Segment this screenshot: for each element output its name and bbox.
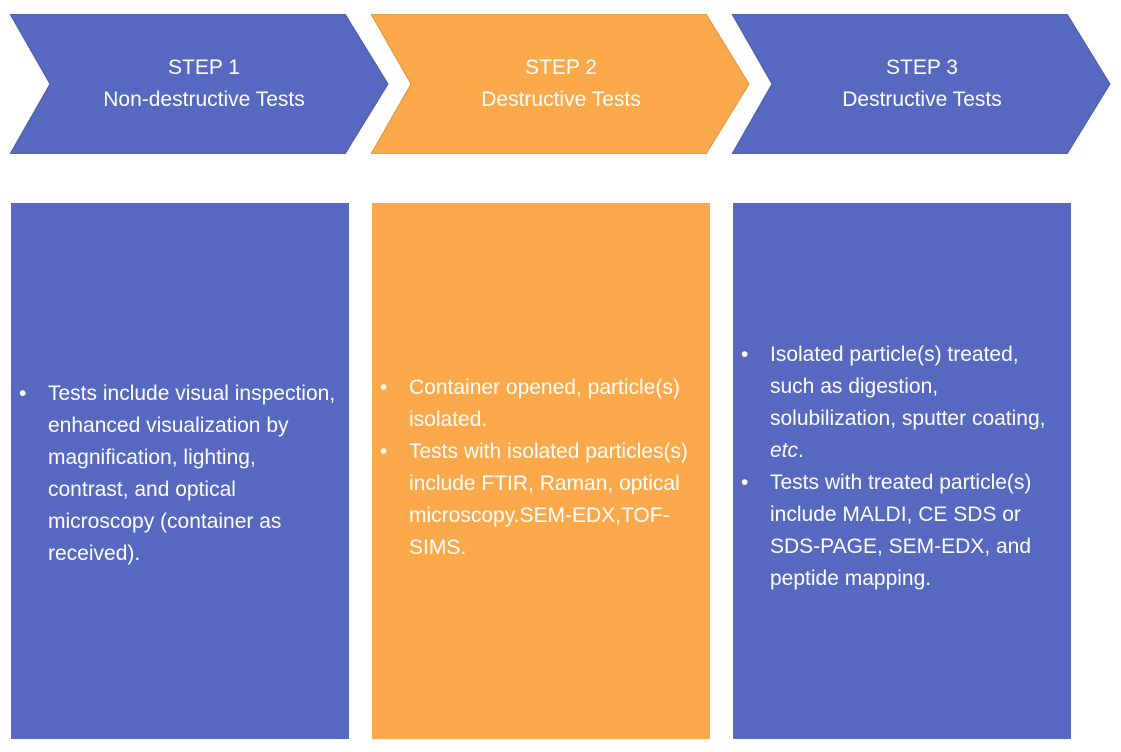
step-1-label: STEP 1 bbox=[168, 56, 240, 79]
step-1-bullet-1: Tests include visual inspection, enhance… bbox=[19, 378, 337, 570]
step-3-chevron: STEP 3 Destructive Tests bbox=[732, 14, 1112, 154]
step-2-bullet-2: Tests with isolated particles(s) include… bbox=[380, 436, 698, 564]
step-2-description-box: Container opened, particle(s) isolated. … bbox=[372, 203, 710, 739]
step-1-chevron: STEP 1 Non-destructive Tests bbox=[10, 14, 390, 154]
step-3-bullet-list: Isolated particle(s) treated, such as di… bbox=[733, 339, 1071, 595]
step-2-label: STEP 2 bbox=[525, 56, 597, 79]
step-2-title: Destructive Tests bbox=[481, 88, 641, 111]
step-3-bullet-1: Isolated particle(s) treated, such as di… bbox=[741, 339, 1059, 467]
step-2-bullet-list: Container opened, particle(s) isolated. … bbox=[372, 372, 710, 564]
step-1-description-box: Tests include visual inspection, enhance… bbox=[11, 203, 349, 739]
step-3-bullet-2: Tests with treated particle(s) include M… bbox=[741, 467, 1059, 595]
step-2-heading: STEP 2 Destructive Tests bbox=[371, 14, 751, 154]
step-3-description-box: Isolated particle(s) treated, such as di… bbox=[733, 203, 1071, 739]
step-3-bullet-1-end: . bbox=[798, 439, 804, 462]
step-1-bullet-list: Tests include visual inspection, enhance… bbox=[11, 378, 349, 570]
step-3-label: STEP 3 bbox=[886, 56, 958, 79]
step-3-bullet-1-italic: etc bbox=[770, 439, 799, 462]
chevron-arrow-shape bbox=[371, 14, 750, 154]
chevron-arrow-shape bbox=[10, 14, 389, 154]
step-2-bullet-1: Container opened, particle(s) isolated. bbox=[380, 372, 698, 436]
step-3-title: Destructive Tests bbox=[842, 88, 1002, 111]
step-1-heading: STEP 1 Non-destructive Tests bbox=[10, 14, 398, 154]
step-3-heading: STEP 3 Destructive Tests bbox=[732, 14, 1112, 154]
step-3-bullet-1-text: Isolated particle(s) treated, such as di… bbox=[770, 343, 1046, 430]
chevron-arrow-shape bbox=[732, 14, 1111, 154]
step-1-title: Non-destructive Tests bbox=[103, 88, 305, 111]
step-2-chevron: STEP 2 Destructive Tests bbox=[371, 14, 751, 154]
